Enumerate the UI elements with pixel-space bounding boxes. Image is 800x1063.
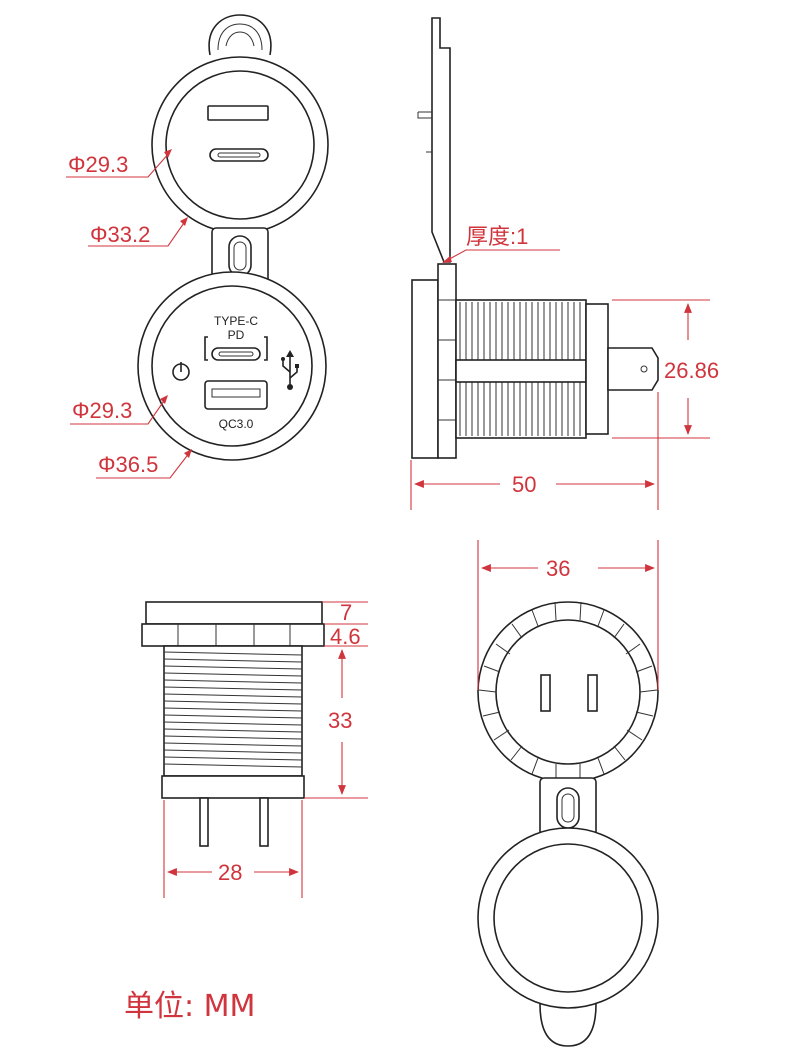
unit-label: 单位: MM: [124, 989, 255, 1024]
profile-pin-left: [199, 797, 209, 847]
dim-socket-inner: Φ29.3: [72, 398, 132, 423]
back-outer-circle: [477, 601, 659, 783]
back-cap-outer: [477, 827, 659, 1009]
dim-thread: 33: [328, 708, 352, 733]
dim-nut: 4.6: [330, 624, 361, 649]
profile-pin-right: [259, 797, 269, 847]
usb-c-slot: [209, 148, 269, 162]
socket-inner-circle: [151, 285, 313, 447]
dim-cap-outer: Φ33.2: [90, 222, 150, 247]
back-cap-tab: [539, 1003, 597, 1047]
back-pin-left: [540, 674, 551, 712]
profile-view: [141, 601, 325, 847]
dim-thickness: 厚度:1: [466, 224, 528, 249]
side-dims: 厚度:1 26.86 50: [410, 224, 719, 510]
dim-length: 50: [512, 472, 536, 497]
profile-thread-lines: [163, 651, 303, 768]
side-nut: [437, 263, 457, 459]
side-view: [411, 17, 659, 459]
back-dims: 36: [477, 540, 659, 690]
front-view-socket: TYPE-C PD QC3.0: [137, 271, 327, 461]
side-flange: [411, 279, 439, 459]
side-terminal: [607, 347, 659, 391]
back-view: [477, 601, 659, 1047]
dim-flange: 7: [340, 600, 352, 625]
front-dim-leaders: Φ29.3 Φ33.2 Φ29.3 Φ36.5: [66, 149, 192, 479]
power-icon: [172, 362, 190, 381]
profile-flange: [145, 601, 323, 625]
port-label-typec: TYPE-C: [214, 314, 258, 328]
socket-usb-a-port: [204, 380, 268, 410]
socket-usb-c-port: [211, 347, 261, 361]
front-view-cap: [151, 14, 329, 285]
back-cap-inner: [493, 843, 643, 993]
back-pin-right: [587, 674, 598, 712]
side-cap-plate: [431, 17, 451, 263]
dim-socket-outer: Φ36.5: [98, 452, 158, 477]
profile-dims: 7 4.6 33 28: [163, 600, 368, 898]
usb-icon: [281, 350, 299, 390]
dim-back-width: 36: [546, 556, 570, 581]
socket-outer-circle: [137, 271, 327, 461]
cap-inner-circle: [165, 70, 315, 220]
usb-a-slot: [207, 105, 269, 121]
dim-cap-inner: Φ29.3: [68, 152, 128, 177]
profile-nut: [141, 623, 325, 647]
dim-width: 28: [218, 860, 242, 885]
port-label-pd: PD: [228, 328, 245, 342]
port-label-qc: QC3.0: [219, 417, 254, 431]
cap-hinge-loop: [208, 14, 272, 56]
cap-outer-circle: [151, 56, 329, 234]
side-rear-body: [585, 303, 609, 435]
dim-height: 26.86: [664, 358, 719, 383]
